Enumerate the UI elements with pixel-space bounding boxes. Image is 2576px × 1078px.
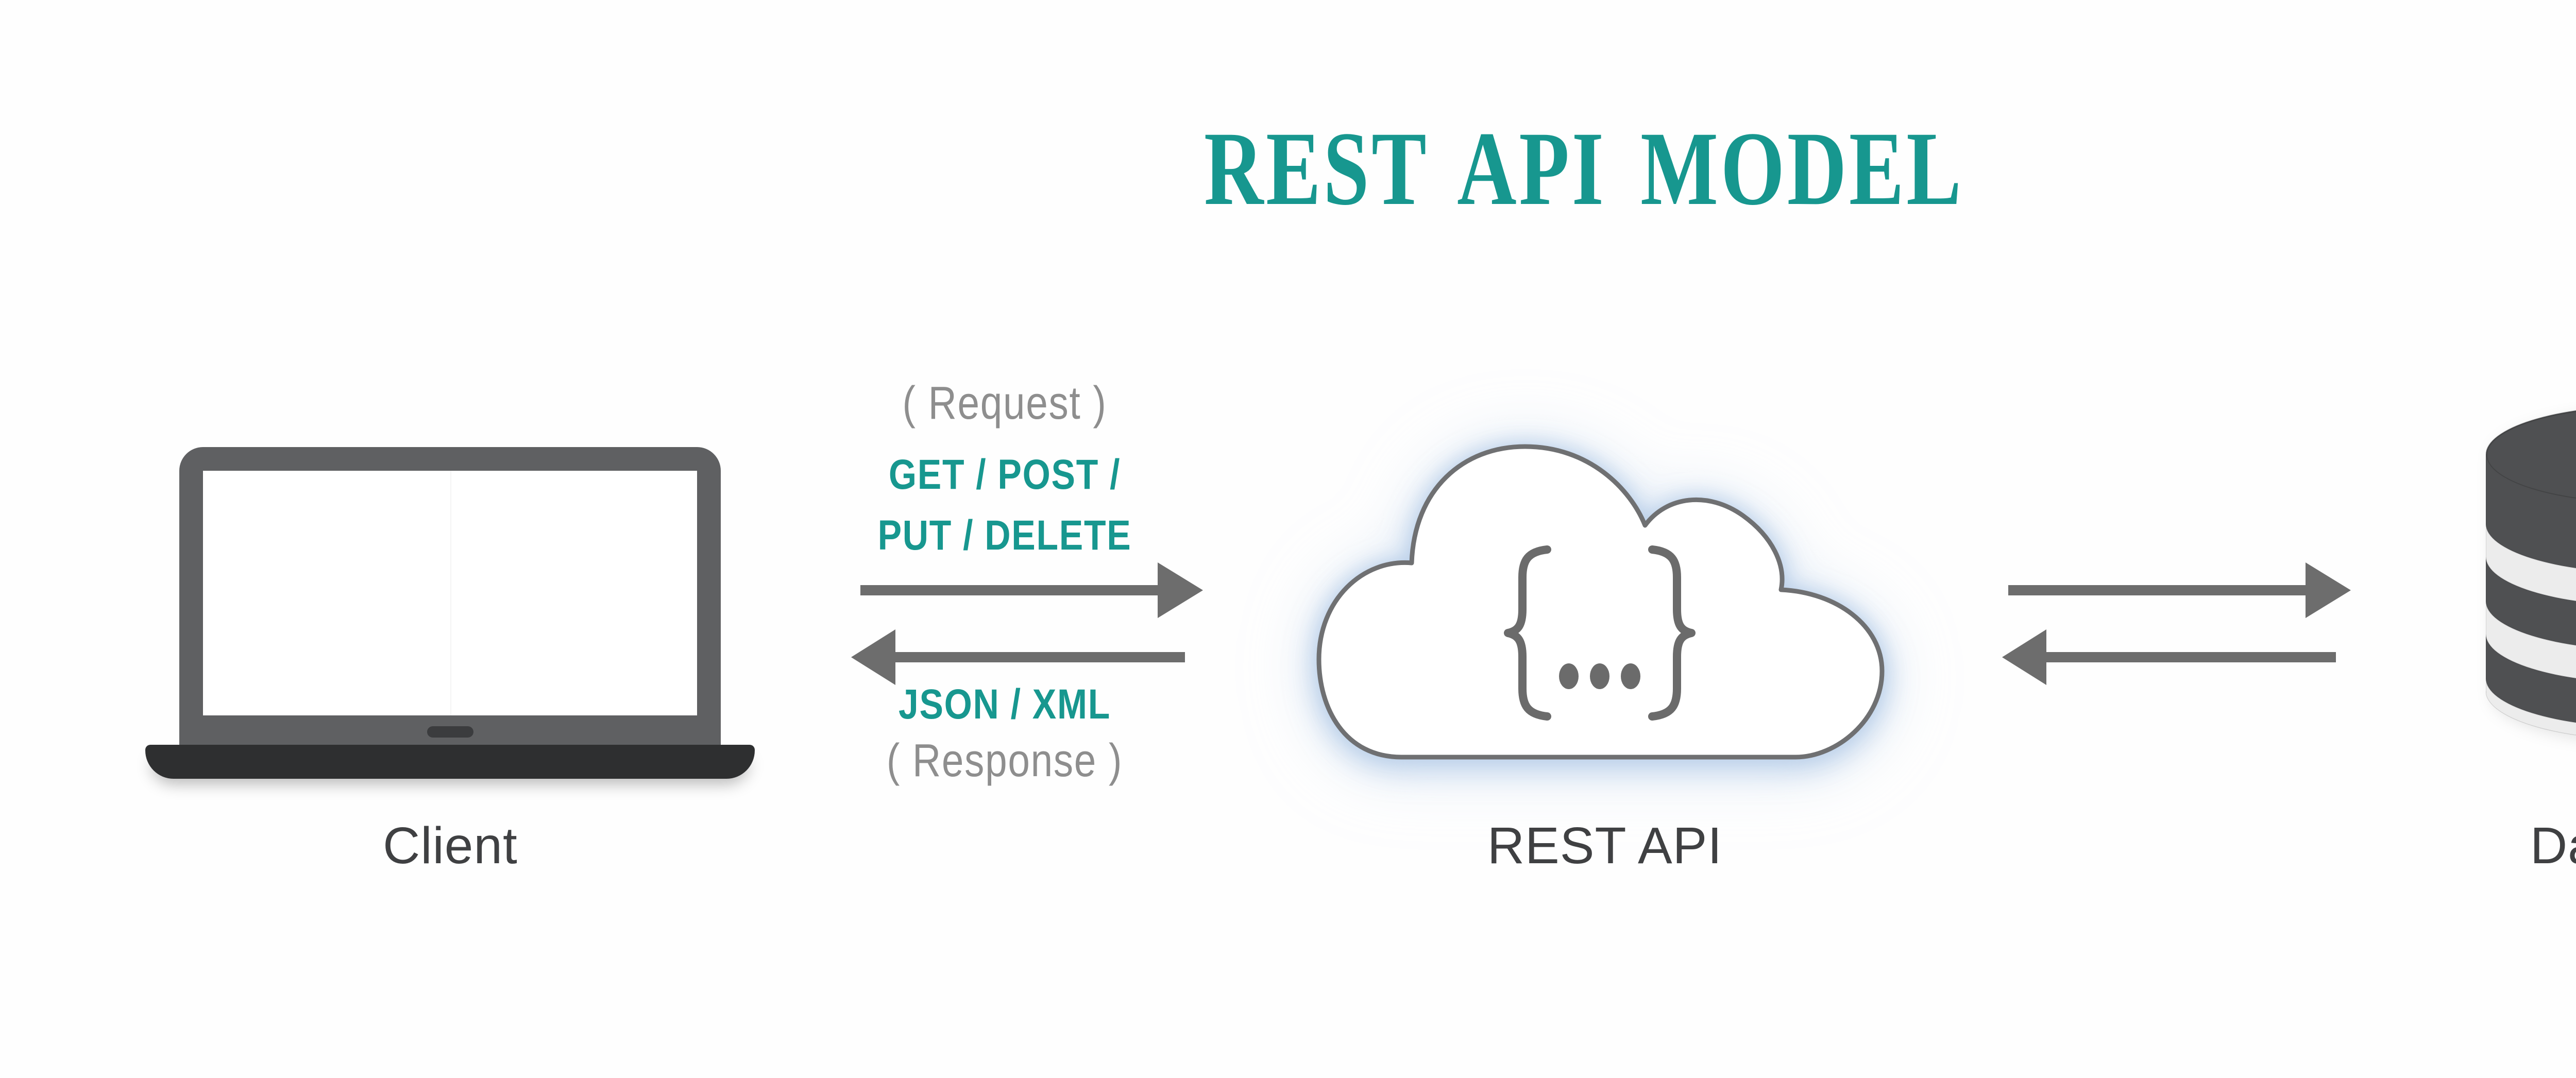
code-braces-icon — [1504, 545, 1696, 721]
laptop-icon — [145, 447, 755, 787]
database-label: Database — [2530, 817, 2576, 875]
response-annotation: ( Response ) — [886, 735, 1123, 786]
database-icon — [2486, 410, 2576, 740]
request-methods-line1: GET / POST / — [888, 451, 1121, 498]
client-label: Client — [383, 817, 518, 875]
laptop-base — [145, 745, 755, 779]
arrow-left-icon — [851, 629, 1185, 685]
cloud-icon — [1316, 444, 1885, 760]
request-annotation: ( Request ) — [902, 378, 1107, 429]
arrow-right-icon — [860, 562, 1203, 618]
laptop-display — [203, 471, 697, 715]
request-methods-line2: PUT / DELETE — [877, 512, 1132, 559]
arrow-right-icon — [2008, 562, 2351, 618]
response-formats: JSON / XML — [898, 681, 1111, 728]
diagram-title: REST API MODEL — [1204, 110, 1964, 227]
laptop-screen — [179, 447, 721, 745]
laptop-notch — [427, 726, 473, 738]
rest-api-label: REST API — [1487, 817, 1723, 875]
arrow-left-icon — [2002, 629, 2336, 685]
